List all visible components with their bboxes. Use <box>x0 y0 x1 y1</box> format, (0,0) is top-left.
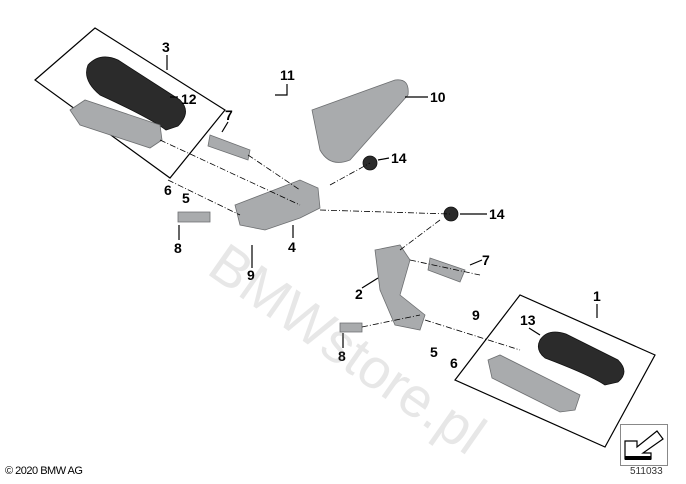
callout-14: 14 <box>489 206 505 222</box>
callout-7: 7 <box>225 107 233 123</box>
left-footpeg-group-box <box>34 27 226 179</box>
callout-2: 2 <box>355 286 363 302</box>
copyright-text: © 2020 BMW AG <box>5 465 83 477</box>
callout-12: 12 <box>181 91 197 107</box>
left-footpeg <box>69 99 163 149</box>
callout-13: 13 <box>520 312 536 328</box>
callout-11: 11 <box>280 67 295 83</box>
callout-8: 8 <box>338 348 346 364</box>
right-bracket <box>374 244 426 331</box>
callout-9: 9 <box>247 267 255 283</box>
callout-5: 5 <box>182 190 190 206</box>
callout-9: 9 <box>472 307 480 323</box>
left-footpeg-rubber <box>86 56 186 131</box>
heel-guard <box>311 79 409 163</box>
callout-1: 1 <box>593 288 601 304</box>
navigation-arrow-icon[interactable] <box>620 424 668 466</box>
left-bracket <box>234 179 321 231</box>
callout-7: 7 <box>482 252 490 268</box>
diagram-number: 511033 <box>630 466 663 477</box>
callout-8: 8 <box>174 240 182 256</box>
right-footpeg <box>487 354 581 413</box>
right-footpeg-group-box <box>454 294 656 448</box>
right-screw <box>339 322 363 333</box>
left-screw <box>177 211 211 223</box>
callout-6: 6 <box>164 182 172 198</box>
callout-5: 5 <box>430 344 438 360</box>
callout-3: 3 <box>162 39 170 55</box>
left-bolt <box>207 134 251 161</box>
callout-4: 4 <box>288 239 296 255</box>
callout-6: 6 <box>450 355 458 371</box>
callout-14: 14 <box>391 150 407 166</box>
right-bolt <box>427 257 466 283</box>
right-footpeg-rubber <box>537 331 625 386</box>
callout-10: 10 <box>430 89 446 105</box>
